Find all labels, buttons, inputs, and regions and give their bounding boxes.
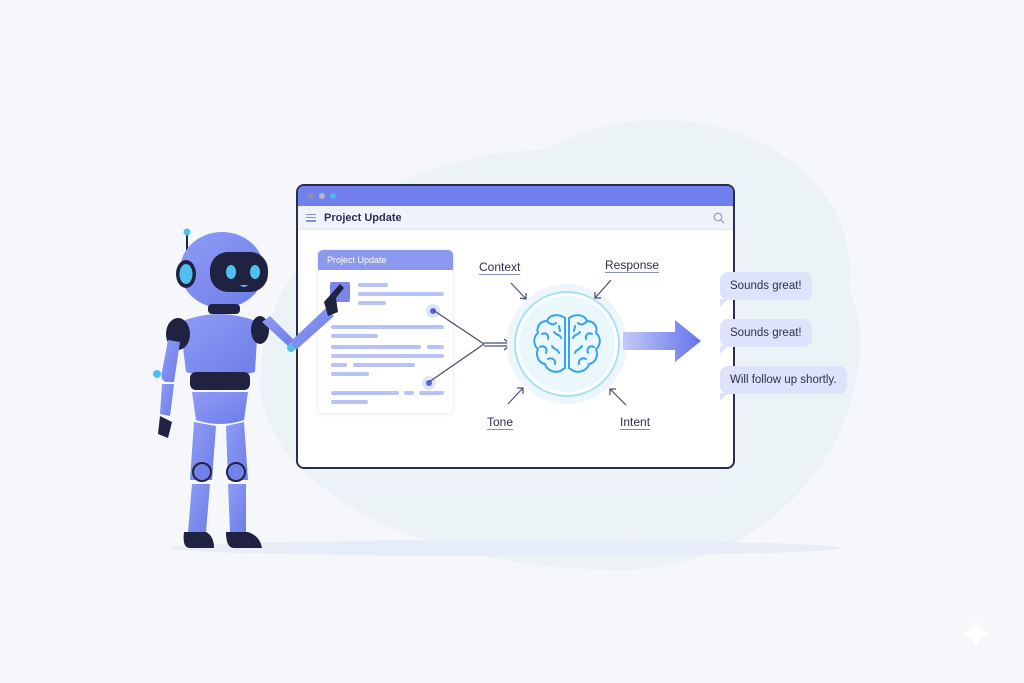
text-line xyxy=(331,363,347,367)
label-tone: Tone xyxy=(487,415,514,429)
diagram-connectors xyxy=(428,279,627,406)
output-arrow-icon xyxy=(623,320,701,362)
response-bubble: Sounds great! xyxy=(720,272,812,307)
response-bubble: Sounds great! xyxy=(720,319,812,354)
text-line xyxy=(331,372,369,376)
text-line xyxy=(331,345,421,349)
window-dot-maximize[interactable] xyxy=(330,193,336,199)
window-header: Project Update xyxy=(298,206,733,230)
hamburger-menu-icon[interactable] xyxy=(306,213,316,222)
window-dot-minimize[interactable] xyxy=(319,193,325,199)
text-line xyxy=(331,334,378,338)
text-line xyxy=(427,345,444,349)
document-header: Project Update xyxy=(318,250,453,270)
label-response: Response xyxy=(605,258,660,272)
text-line xyxy=(358,283,388,287)
window-titlebar xyxy=(298,186,733,206)
text-line xyxy=(419,391,444,395)
document-card: Project Update xyxy=(317,249,454,414)
brain-icon xyxy=(533,314,601,373)
text-line xyxy=(331,325,444,329)
text-line xyxy=(358,301,386,305)
response-bubble: Will follow up shortly. xyxy=(720,366,847,401)
text-line xyxy=(404,391,414,395)
label-context: Context xyxy=(479,260,521,274)
window-title: Project Update xyxy=(324,211,402,224)
text-line xyxy=(331,400,368,404)
text-line xyxy=(331,354,444,358)
label-intent: Intent xyxy=(620,415,651,429)
window-dot-close[interactable] xyxy=(308,193,314,199)
robot-illustration xyxy=(153,228,344,548)
text-line xyxy=(331,391,399,395)
sparkle-icon xyxy=(960,618,992,650)
floor-shadow xyxy=(170,540,840,556)
highlight-pin xyxy=(426,304,440,318)
text-line xyxy=(358,292,444,296)
search-icon[interactable] xyxy=(713,212,725,224)
text-line xyxy=(353,363,415,367)
